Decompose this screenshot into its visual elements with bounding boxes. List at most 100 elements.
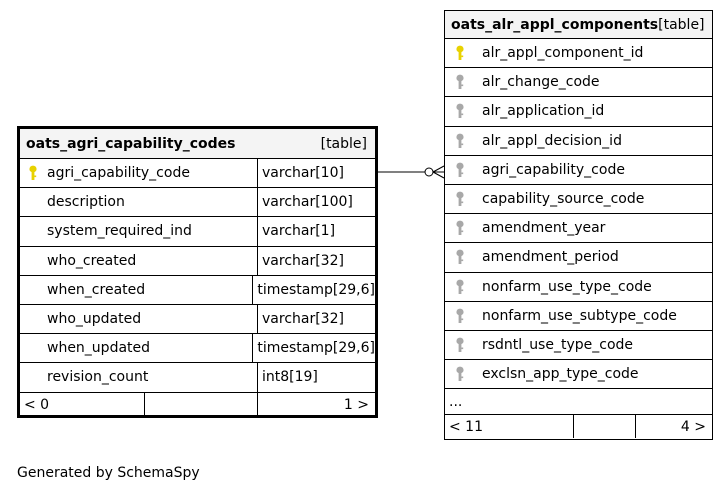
column-name-cell: agri_capability_code (445, 156, 712, 184)
foreign-key-icon (455, 337, 465, 353)
many-cardinality-marker-top (432, 165, 445, 173)
column-type: varchar[100] (262, 194, 353, 211)
column-row[interactable]: when_created timestamp[29,6] (20, 275, 375, 305)
many-cardinality-marker-bottom (432, 171, 445, 179)
column-row[interactable]: capability_source_code (445, 185, 712, 215)
column-name-cell: amendment_period (445, 243, 712, 271)
column-name: exclsn_app_type_code (482, 366, 639, 383)
column-name-cell: exclsn_app_type_code (445, 360, 712, 388)
column-row[interactable]: amendment_year (445, 214, 712, 244)
column-name: when_updated (47, 340, 151, 357)
column-row[interactable]: rsdntl_use_type_code (445, 331, 712, 361)
column-row[interactable]: alr_appl_decision_id (445, 127, 712, 156)
foreign-key-icon (455, 308, 465, 324)
entity-header: oats_alr_appl_components [table] (445, 11, 712, 39)
children-count[interactable]: < 11 (445, 415, 574, 439)
primary-key-icon (455, 45, 465, 61)
column-row[interactable]: system_required_ind varchar[1] (20, 217, 375, 247)
entity-header: oats_agri_capability_codes [table] (20, 129, 375, 159)
column-name: agri_capability_code (47, 165, 190, 182)
column-name: alr_change_code (482, 74, 600, 91)
column-name: capability_source_code (482, 191, 645, 208)
column-type: timestamp[29,6] (257, 281, 375, 298)
column-name-cell: description (20, 188, 258, 217)
foreign-key-icon (455, 103, 465, 119)
column-name: system_required_ind (47, 223, 192, 240)
column-name: alr_appl_decision_id (482, 132, 622, 149)
column-name-cell: who_created (20, 246, 258, 275)
column-name: agri_capability_code (482, 161, 625, 178)
column-name: alr_appl_component_id (482, 45, 644, 62)
column-row[interactable]: agri_capability_code (445, 156, 712, 185)
column-name-cell: when_updated (20, 334, 254, 363)
column-row[interactable]: who_updated varchar[32] (20, 304, 375, 335)
column-row[interactable]: exclsn_app_type_code (445, 360, 712, 390)
column-name-cell: alr_appl_decision_id (445, 127, 712, 155)
table-name[interactable]: oats_agri_capability_codes (26, 135, 236, 152)
column-row[interactable]: nonfarm_use_subtype_code (445, 302, 712, 331)
column-row[interactable]: alr_change_code (445, 68, 712, 98)
column-list: alr_appl_component_id alr_change_code alr_… (445, 39, 712, 390)
column-name-cell: alr_change_code (445, 68, 712, 96)
column-row[interactable]: revision_count int8[19] (20, 363, 375, 393)
column-row[interactable]: alr_appl_component_id (445, 39, 712, 69)
column-name: amendment_period (482, 249, 619, 266)
column-row[interactable]: when_updated timestamp[29,6] (20, 334, 375, 364)
column-name: amendment_year (482, 220, 606, 237)
column-name: revision_count (47, 369, 149, 386)
generated-by-credit: Generated by SchemaSpy (17, 465, 200, 481)
column-row[interactable]: nonfarm_use_type_code (445, 273, 712, 302)
column-type: varchar[32] (262, 252, 344, 269)
foreign-key-icon (455, 74, 465, 90)
foreign-key-icon (455, 366, 465, 382)
column-type: timestamp[29,6] (257, 340, 375, 357)
column-name: who_updated (47, 311, 142, 328)
column-name-cell: who_updated (20, 304, 258, 334)
column-name-cell: capability_source_code (445, 185, 712, 213)
parents-count[interactable]: 1 > (343, 396, 369, 413)
column-row[interactable]: agri_capability_code varchar[10] (20, 159, 375, 189)
column-row[interactable]: alr_application_id (445, 97, 712, 127)
column-name: nonfarm_use_subtype_code (482, 307, 677, 324)
column-type: varchar[10] (262, 165, 344, 182)
column-name-cell: alr_appl_component_id (445, 39, 712, 67)
column-name: who_created (47, 252, 137, 269)
column-name-cell: rsdntl_use_type_code (445, 331, 712, 359)
column-name: rsdntl_use_type_code (482, 336, 634, 353)
column-name-cell: nonfarm_use_type_code (445, 273, 712, 301)
more-columns-indicator: ... (445, 389, 712, 416)
parents-count[interactable]: 4 > (680, 418, 706, 435)
entity-oats-alr-appl-components[interactable]: oats_alr_appl_components [table] alr_app… (444, 10, 713, 440)
column-row[interactable]: description varchar[100] (20, 188, 375, 218)
column-name: when_created (47, 281, 146, 298)
column-type: varchar[32] (262, 311, 344, 328)
foreign-key-icon (455, 133, 465, 149)
column-name: nonfarm_use_type_code (482, 278, 652, 295)
footer-spacer (574, 415, 636, 439)
footer-spacer (145, 392, 258, 417)
column-name-cell: amendment_year (445, 214, 712, 242)
column-type: int8[19] (262, 369, 318, 386)
children-count[interactable]: < 0 (20, 392, 145, 417)
column-row[interactable]: who_created varchar[32] (20, 246, 375, 276)
foreign-key-icon (455, 162, 465, 178)
primary-key-icon (28, 165, 38, 181)
column-name-cell: nonfarm_use_subtype_code (445, 302, 712, 330)
column-row[interactable]: amendment_period (445, 243, 712, 273)
foreign-key-icon (455, 249, 465, 265)
foreign-key-icon (455, 220, 465, 236)
column-name-cell: alr_application_id (445, 97, 712, 125)
column-name: alr_application_id (482, 103, 605, 120)
entity-oats-agri-capability-codes[interactable]: oats_agri_capability_codes [table] agri_… (17, 126, 378, 418)
table-footer: < 0 1 > (20, 392, 375, 417)
column-name-cell: agri_capability_code (20, 159, 258, 188)
table-footer: < 11 4 > (445, 415, 712, 439)
zero-cardinality-marker (424, 167, 434, 177)
table-kind-label: [table] (320, 135, 367, 152)
column-type: varchar[1] (262, 223, 336, 240)
table-kind-label: [table] (658, 16, 705, 33)
column-name: description (47, 194, 125, 211)
column-name-cell: system_required_ind (20, 217, 258, 246)
table-name[interactable]: oats_alr_appl_components (451, 16, 659, 33)
